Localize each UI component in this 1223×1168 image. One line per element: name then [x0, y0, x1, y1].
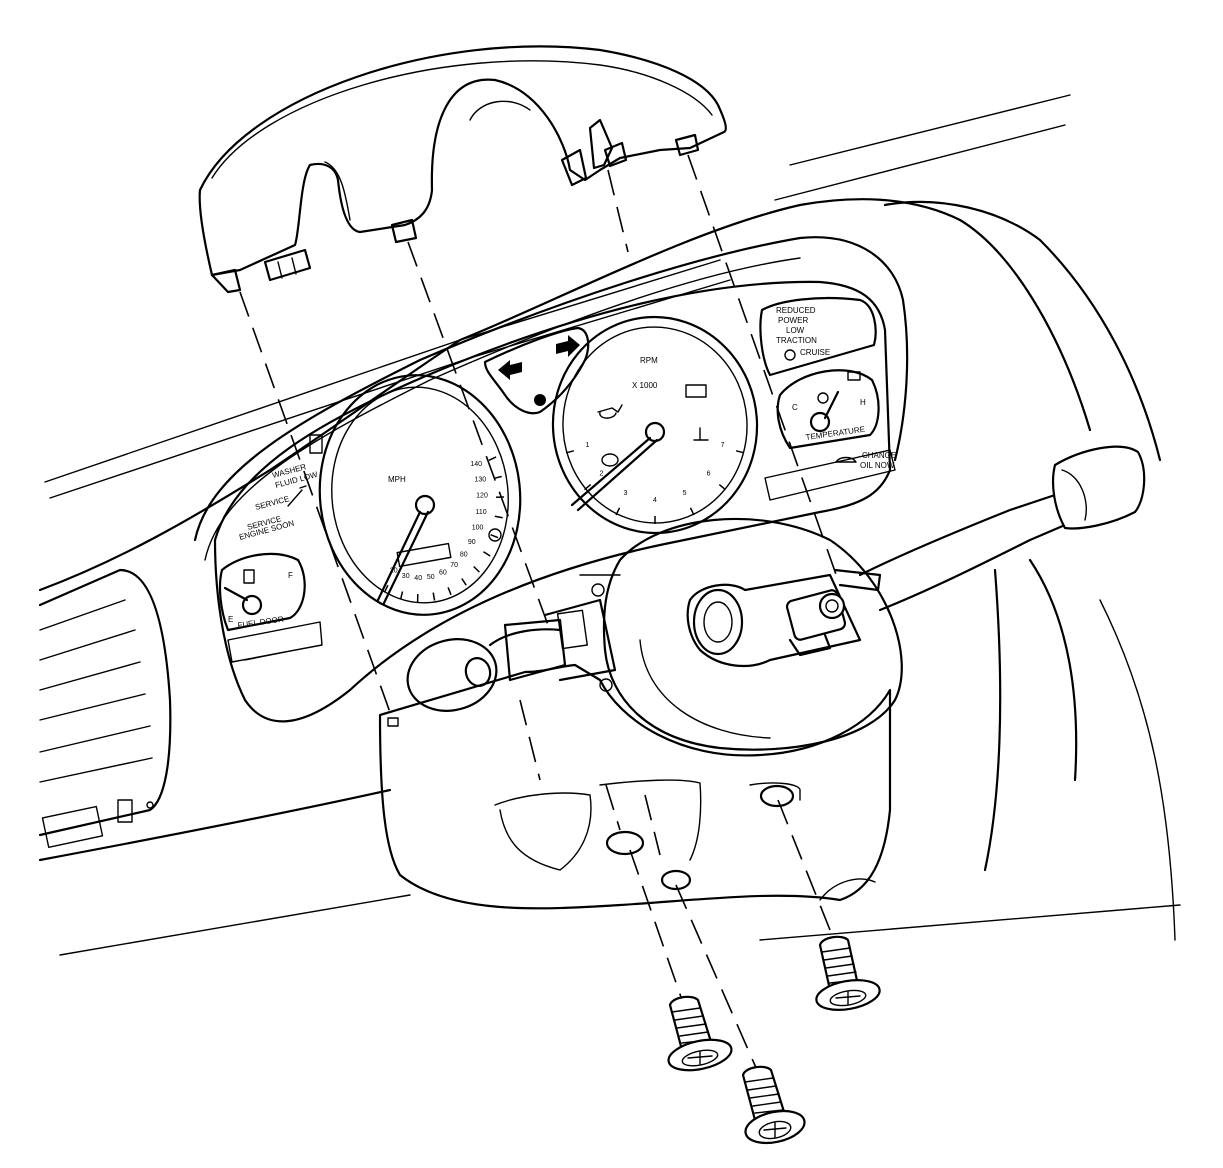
cruise-icon [784, 349, 796, 361]
speedometer-tick-mark [493, 475, 502, 480]
fuel-gauge: E F FUEL DOOR [218, 552, 323, 663]
battery-icon [685, 384, 707, 398]
tachometer-tick-label: 3 [623, 490, 627, 497]
tachometer-tick-label: 1 [585, 442, 589, 449]
speedometer-tick-label: 20 [390, 568, 398, 575]
temp-cold-label: C [792, 403, 798, 412]
reduced-power-message-1: REDUCED [776, 306, 816, 315]
tachometer-tick-mark [718, 484, 726, 491]
wrench-icon [287, 485, 307, 507]
screw-hole-left [605, 830, 645, 856]
speedometer-tick-mark [447, 587, 452, 596]
turn-signal-lever [406, 618, 567, 712]
speedometer-tick-label: 60 [439, 569, 447, 576]
turn-signal-panel [483, 326, 590, 415]
speedometer-tick-mark [483, 551, 491, 557]
speedometer-tick-mark [399, 591, 404, 600]
speedometer-tick-label: 110 [476, 509, 487, 516]
cruise-indicator-icon [601, 453, 619, 467]
temperature-gauge: C H TEMPERATURE [776, 369, 880, 450]
speedometer-tick-mark [490, 534, 499, 539]
left-turn-arrow-icon [498, 360, 522, 380]
speedometer-tick-mark [473, 565, 480, 573]
fuel-empty-label: E [228, 615, 233, 624]
right-message-panel: REDUCED POWER LOW TRACTION CRUISE [759, 296, 877, 377]
washer-icon [309, 434, 323, 454]
screw-right [815, 935, 881, 1011]
upper-column-cover [198, 45, 727, 294]
fuel-full-label: F [288, 571, 293, 580]
steering-column [406, 445, 1146, 751]
change-oil-message-2: OIL NOW [860, 461, 895, 470]
oil-change-icon [835, 456, 857, 463]
speedometer-tick-mark [494, 515, 503, 519]
temp-hot-label: H [860, 398, 866, 407]
low-traction-message-1: LOW [786, 326, 805, 335]
tachometer-unit: RPM [640, 356, 658, 365]
speedometer-tick-mark [383, 584, 389, 593]
screw-hole-right [759, 784, 795, 808]
speedometer-tick-label: 120 [476, 493, 488, 500]
speedometer-tick-mark [461, 578, 467, 586]
speedometer-tick-label: 130 [474, 477, 486, 484]
service-message: SERVICE [254, 494, 290, 512]
speedometer-tick-label: 40 [414, 575, 422, 582]
speedometer-tick-label: 70 [450, 562, 458, 569]
tachometer-tick-label: 4 [653, 497, 657, 504]
reduced-power-message-2: POWER [778, 316, 808, 325]
speedometer-tick-label: 30 [402, 573, 410, 580]
speedometer-unit: MPH [388, 475, 406, 484]
lower-column-cover [378, 663, 892, 910]
tachometer-tick-label: 2 [599, 471, 603, 478]
speedometer-tick-label: 90 [468, 539, 476, 546]
right-turn-arrow-icon [556, 335, 580, 357]
tachometer-tick-label: 5 [683, 490, 687, 497]
speedometer-tick-label: 50 [427, 574, 435, 581]
screw-hole-center [660, 869, 692, 891]
screw-left [667, 995, 733, 1072]
screw-center [741, 1065, 806, 1145]
speedometer-tick-label: 80 [460, 552, 468, 559]
low-traction-message-2: TRACTION [776, 336, 817, 345]
speedometer-tick-mark [488, 456, 497, 461]
oil-temp-icon [817, 392, 829, 404]
coolant-temp-icon [693, 427, 709, 441]
tachometer-tick-label: 7 [721, 442, 725, 449]
oil-change-panel: CHANGE OIL NOW [764, 449, 896, 501]
speedometer-tick-label: 100 [472, 525, 484, 532]
tachometer-tick-label: 6 [707, 471, 711, 478]
tachometer-tick-mark [584, 484, 592, 491]
fuel-door-label: FUEL DOOR [237, 615, 284, 630]
tachometer-tick-mark [615, 507, 621, 516]
speedometer-tick-mark [432, 592, 436, 601]
tachometer-ticks: 1 2 3 4 5 6 7 [565, 442, 745, 524]
tachometer-tick-mark [565, 450, 575, 454]
tachometer-tick-mark [735, 450, 745, 454]
cruise-message: CRUISE [800, 348, 830, 357]
wiper-lever [858, 445, 1146, 612]
change-oil-message-1: CHANGE [862, 451, 896, 460]
high-beam-indicator-icon [534, 394, 546, 406]
dashboard [38, 94, 1181, 956]
tachometer-tick-mark [689, 507, 695, 516]
oil-pressure-icon [597, 404, 623, 419]
steering-wheel-hub [602, 517, 903, 751]
fuel-pump-icon [243, 569, 255, 584]
alignment-lines [239, 154, 839, 1071]
tachometer-multiplier: X 1000 [632, 381, 658, 390]
speedometer-tick-label: 140 [470, 461, 482, 468]
